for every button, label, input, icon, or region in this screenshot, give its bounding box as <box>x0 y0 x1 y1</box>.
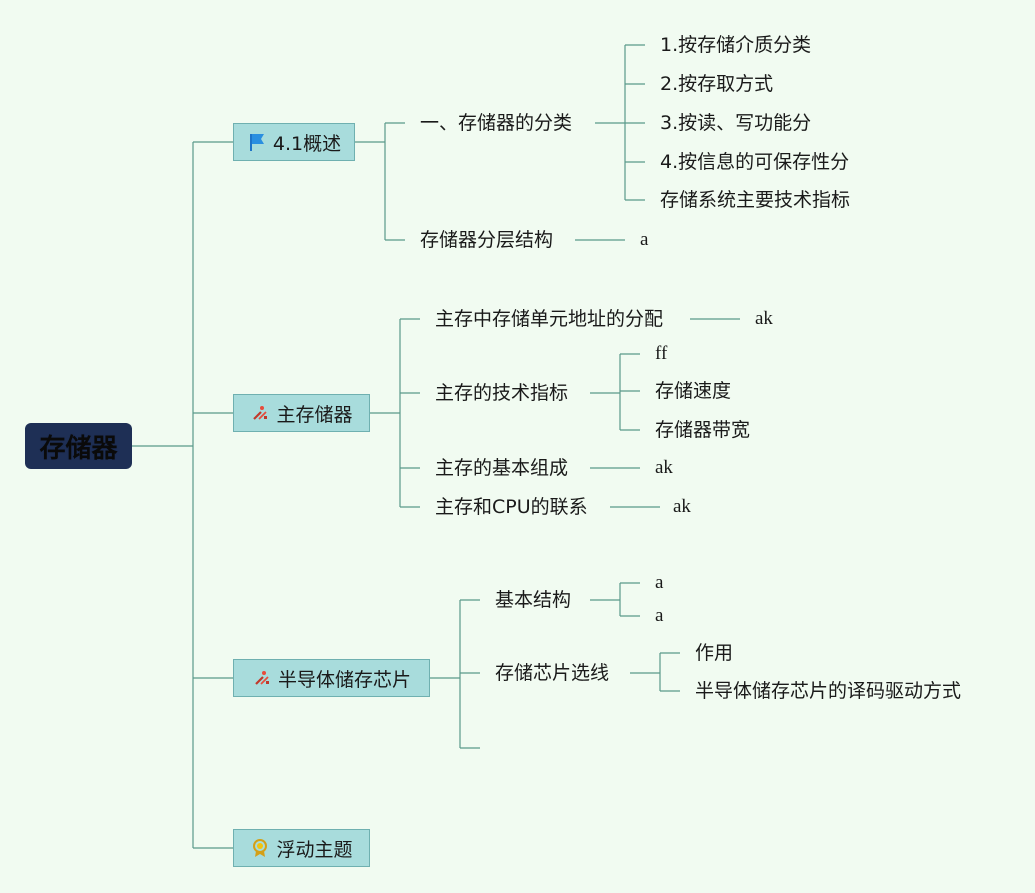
topic-by-rw[interactable]: 3.按读、写功能分 <box>660 112 812 134</box>
topic-bandwidth[interactable]: 存储器带宽 <box>655 419 751 441</box>
topic-chip-select[interactable]: 存储芯片选线 <box>495 662 610 684</box>
award-icon <box>253 839 268 857</box>
branch-floating-topic[interactable]: 浮动主题 <box>233 829 370 867</box>
root-topic[interactable]: 存储器 <box>25 423 132 469</box>
topic-by-access[interactable]: 2.按存取方式 <box>660 73 774 95</box>
topic-basic-composition[interactable]: 主存的基本组成 <box>435 457 569 479</box>
branch-main-memory[interactable]: 主存储器 <box>233 394 370 432</box>
topic-leaf[interactable]: ak <box>655 457 673 478</box>
topic-leaf[interactable]: a <box>655 605 664 626</box>
topic-hierarchy[interactable]: 存储器分层结构 <box>420 229 554 251</box>
topic-storage-speed[interactable]: 存储速度 <box>655 380 732 402</box>
tools-icon <box>253 406 268 420</box>
tools-icon <box>255 671 269 685</box>
branch-semiconductor-chip[interactable]: 半导体储存芯片 <box>233 659 430 697</box>
flag-icon <box>249 134 264 151</box>
topic-leaf[interactable]: ff <box>655 343 668 364</box>
topic-cpu-connection[interactable]: 主存和CPU的联系 <box>435 496 588 518</box>
topic-leaf[interactable]: a <box>640 229 649 250</box>
topic-main-memory-indicators[interactable]: 主存的技术指标 <box>435 382 569 404</box>
topic-by-retention[interactable]: 4.按信息的可保存性分 <box>660 151 850 173</box>
branch-overview[interactable]: 4.1概述 <box>233 123 355 161</box>
topic-tech-indicators[interactable]: 存储系统主要技术指标 <box>660 189 851 211</box>
topic-function[interactable]: 作用 <box>695 642 734 664</box>
topic-by-medium[interactable]: 1.按存储介质分类 <box>660 34 812 56</box>
topic-address-allocation[interactable]: 主存中存储单元地址的分配 <box>435 308 664 330</box>
topic-basic-structure[interactable]: 基本结构 <box>495 589 572 611</box>
topic-storage-classification[interactable]: 一、存储器的分类 <box>420 112 573 134</box>
topic-leaf[interactable]: a <box>655 572 664 593</box>
topic-decode-drive[interactable]: 半导体储存芯片的译码驱动方式 <box>695 680 962 702</box>
topic-leaf[interactable]: ak <box>755 308 773 329</box>
topic-leaf[interactable]: ak <box>673 496 691 517</box>
